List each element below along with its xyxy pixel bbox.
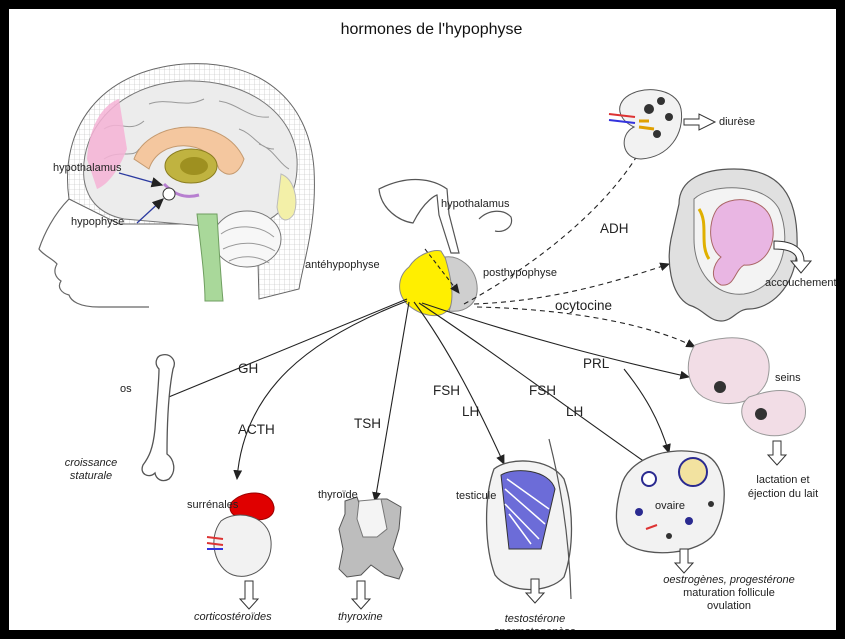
effect-lactation-line1: lactation et — [733, 475, 833, 486]
anterior-lobe — [400, 251, 453, 316]
effect-lactation-line2: éjection du lait — [733, 489, 833, 500]
bone-illustration — [142, 355, 174, 481]
antehypophyse-label: antéhypophyse — [305, 260, 380, 271]
effect-croissance-line2: staturale — [51, 471, 131, 482]
hypothalamus-loop-right — [479, 211, 512, 231]
target-accouchement: accouchement — [765, 278, 837, 289]
effect-spermatogenese: spermatogenèse — [475, 627, 595, 638]
effect-testosterone: testostérone — [475, 614, 595, 625]
hormone-ocytocine: ocytocine — [555, 299, 612, 313]
effect-ovulation: ovulation — [639, 601, 819, 612]
target-testicule: testicule — [456, 491, 496, 502]
thyroid-illustration — [339, 497, 403, 609]
diagram-graphics — [9, 9, 845, 639]
head-illustration — [39, 64, 314, 307]
hormone-gh: GH — [238, 362, 258, 376]
cortico-arrow — [240, 581, 258, 609]
arrow-prl — [422, 303, 689, 377]
cerebellum — [213, 211, 281, 267]
thyroxine-arrow — [352, 581, 370, 609]
arrow-prl-ovary — [624, 369, 669, 453]
effect-thyroxine: thyroxine — [338, 612, 383, 623]
arrow-tsh — [375, 302, 409, 501]
testis-illustration — [487, 439, 572, 603]
target-seins: seins — [775, 373, 801, 384]
ovary-effect-arrow — [675, 549, 693, 573]
hormone-tsh: TSH — [354, 417, 381, 431]
target-ovaire: ovaire — [655, 501, 685, 512]
hormone-acth: ACTH — [238, 423, 275, 437]
hormone-fsh-testis: FSH — [433, 384, 460, 398]
target-diurese: diurèse — [719, 117, 755, 128]
hormone-prl: PRL — [583, 357, 609, 371]
breast-illustration — [688, 338, 805, 465]
gland-hypothalamus-label: hypothalamus — [441, 199, 510, 210]
thalamus-inner — [180, 157, 208, 175]
target-os: os — [120, 384, 132, 395]
effect-croissance-line1: croissance — [51, 458, 131, 469]
brain-hypophyse-label: hypophyse — [71, 217, 124, 228]
kidney-illustration — [609, 90, 715, 159]
effect-oestrogenes: oestrogènes, progestérone — [639, 575, 819, 586]
diurese-arrow — [684, 114, 715, 130]
hormone-lh-ovary: LH — [566, 405, 583, 419]
arrow-ocytocine-breast — [477, 307, 695, 347]
effect-maturation: maturation follicule — [639, 588, 819, 599]
arrow-acth — [237, 301, 407, 479]
effect-corticosteroides: corticostéroïdes — [194, 612, 272, 623]
lactation-arrow — [768, 441, 786, 465]
hormone-lh-testis: LH — [462, 405, 479, 419]
posthypophyse-label: posthypophyse — [483, 268, 557, 279]
hormone-adh: ADH — [600, 222, 629, 236]
arrow-gh — [159, 299, 407, 401]
target-surrenales: surrénales — [187, 500, 238, 511]
brain-hypothalamus-label: hypothalamus — [53, 163, 122, 174]
hypothalamus-loop-left — [379, 180, 459, 253]
hormone-fsh-ovary: FSH — [529, 384, 556, 398]
uterus-illustration — [669, 169, 811, 321]
target-thyroide: thyroïde — [318, 490, 358, 501]
pituitary-small — [163, 188, 175, 200]
